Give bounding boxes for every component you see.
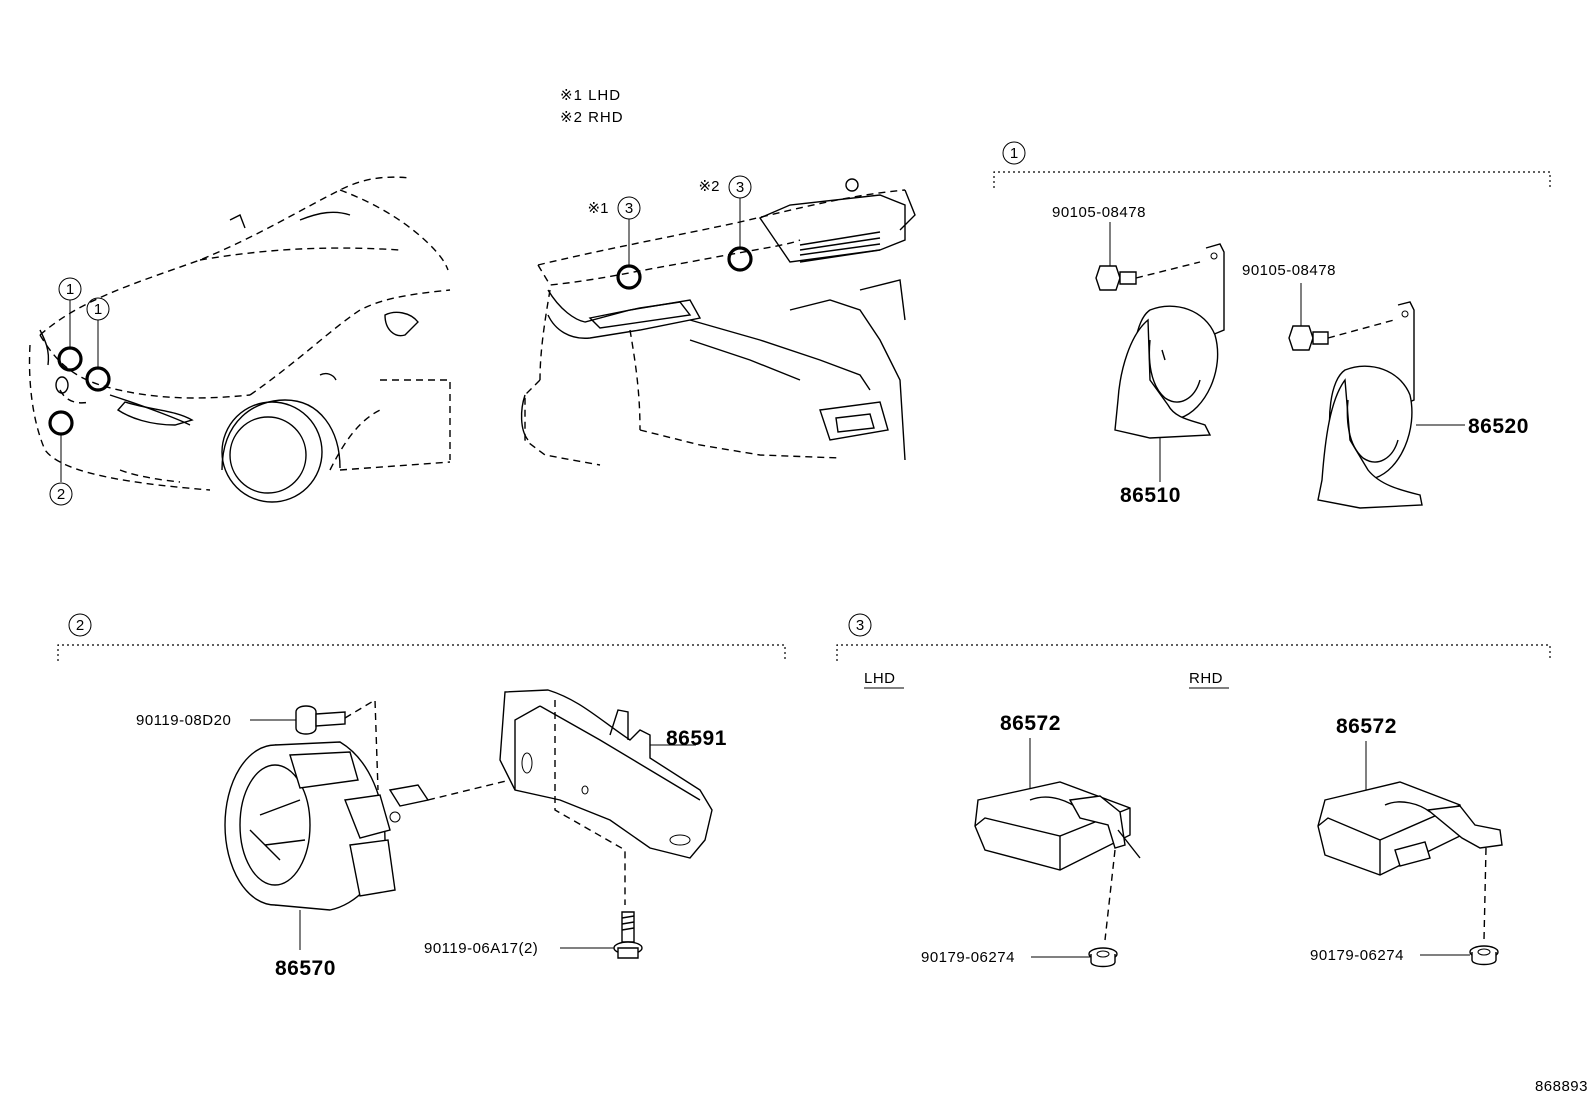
controller-rhd-part-number[interactable]: 86572 (1336, 715, 1397, 738)
bracket-bolt (613, 911, 643, 959)
svg-text:2: 2 (76, 617, 84, 634)
horn-low-86510[interactable] (1114, 243, 1225, 439)
vehicle-front-illustration (28, 176, 451, 503)
horn-high-part-number[interactable]: 86520 (1468, 415, 1529, 438)
svg-text:3: 3 (736, 179, 744, 196)
horn-high-86520[interactable] (1317, 301, 1423, 509)
sensor-bolt (295, 705, 346, 735)
bolt-a-part-number[interactable]: 90105-08478 (1052, 204, 1146, 221)
horn-bolt-b (1288, 325, 1329, 351)
svg-text:2: 2 (57, 486, 65, 503)
controller-location-callout-lhd[interactable]: ※1 3 (588, 196, 642, 290)
sensor-location-callout[interactable]: 2 (48, 410, 74, 506)
bracket-86591[interactable] (499, 689, 713, 859)
rhd-label: RHD (1189, 670, 1223, 687)
bracket-part-number[interactable]: 86591 (666, 727, 727, 750)
controller-lhd-part-number[interactable]: 86572 (1000, 712, 1061, 735)
svg-text:1: 1 (66, 281, 74, 298)
nut-rhd-part-number[interactable]: 90179-06274 (1310, 947, 1404, 964)
controller-nut-rhd (1469, 945, 1499, 966)
controller-location-callout-rhd[interactable]: ※2 3 (699, 175, 753, 272)
controller-lhd-86572[interactable] (974, 781, 1141, 871)
svg-text:※2: ※2 (699, 178, 720, 195)
svg-text:1: 1 (1010, 145, 1018, 162)
svg-text:※1: ※1 (588, 200, 609, 217)
svg-text:3: 3 (856, 617, 864, 634)
sensor-part-number[interactable]: 86570 (275, 957, 336, 980)
nut-lhd-part-number[interactable]: 90179-06274 (921, 949, 1015, 966)
horn-bolt-a (1095, 265, 1137, 291)
horn-location-callout-b[interactable]: 1 (85, 297, 111, 392)
controller-rhd-86572[interactable] (1317, 781, 1503, 876)
figure-id: 868893 (1535, 1078, 1588, 1095)
svg-text:3: 3 (625, 200, 633, 217)
sensor-bolt-part-number[interactable]: 90119-08D20 (136, 712, 231, 729)
controller-nut-lhd (1088, 947, 1118, 968)
svg-text:1: 1 (94, 301, 102, 318)
bracket-bolt-part-number[interactable]: 90119-06A17(2) (424, 940, 538, 957)
section-1-header: 1 (993, 141, 1551, 188)
note-lhd: ※1 LHD (560, 87, 621, 104)
note-rhd: ※2 RHD (560, 109, 624, 126)
horn-location-callout-a[interactable]: 1 (57, 277, 83, 372)
bolt-b-part-number[interactable]: 90105-08478 (1242, 262, 1336, 279)
dashboard-illustration (520, 178, 916, 466)
horn-low-part-number[interactable]: 86510 (1120, 484, 1181, 507)
section-3-header: 3 (836, 613, 1551, 661)
sensor-86570[interactable] (224, 741, 430, 911)
lhd-label: LHD (864, 670, 896, 687)
section-2-header: 2 (57, 613, 786, 661)
